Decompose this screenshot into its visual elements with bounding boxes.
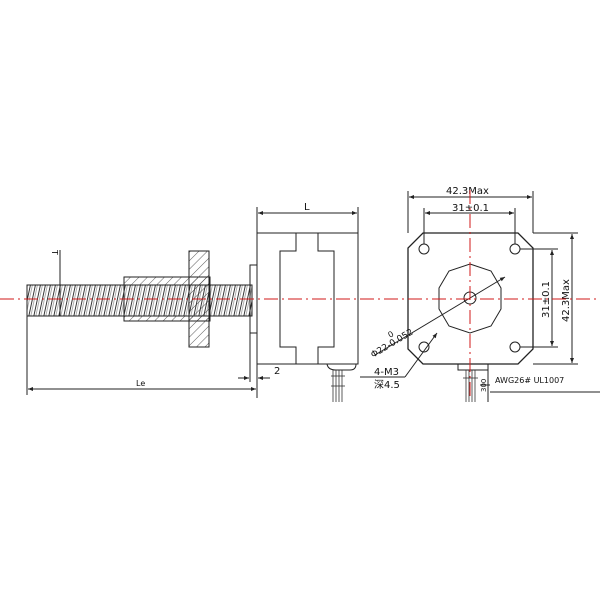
dim-T: T xyxy=(50,249,61,316)
dim-hole-spacing-h-label: 31±0.1 xyxy=(452,203,489,214)
motor-body xyxy=(256,232,359,365)
dim-T-label: T xyxy=(50,249,59,255)
mounting-holes-label: 4-M3 xyxy=(374,367,399,378)
side-wires xyxy=(331,370,345,402)
dim-width-max-label: 42.3Max xyxy=(446,186,489,197)
side-view: L Le 2 T xyxy=(26,202,359,402)
wire-length-label: 300 xyxy=(480,379,488,392)
front-connector xyxy=(457,364,489,371)
wire-callout: 300 AWG26# UL1007 xyxy=(480,370,600,402)
dim-height-max-label: 42.3Max xyxy=(561,279,572,322)
dim-Le: Le xyxy=(26,316,258,398)
mounting-hole-callout: 4-M3 深4.5 xyxy=(360,332,438,391)
dim-L: L xyxy=(256,202,359,233)
dim-2-label: 2 xyxy=(274,366,280,377)
motor-inner-outline xyxy=(279,233,335,364)
wire-spec-label: AWG26# UL1007 xyxy=(495,376,564,385)
hole-depth-label: 深4.5 xyxy=(374,379,400,391)
pilot-tolerance-upper: 0 xyxy=(386,329,395,339)
motor-connector xyxy=(326,363,357,371)
lead-screw xyxy=(26,284,253,317)
dim-hole-spacing-v: 31±0.1 xyxy=(520,248,558,348)
front-view: 42.3Max 31±0.1 31±0.1 42.3Max Φ22-0.052 … xyxy=(360,186,600,402)
dim-2: 2 xyxy=(238,333,280,382)
dim-Le-label: Le xyxy=(136,379,145,388)
dim-pilot-diameter: Φ22-0.052 0 xyxy=(369,276,506,361)
motor-face xyxy=(407,232,534,365)
pilot-boss xyxy=(438,263,502,334)
front-wires xyxy=(463,370,478,402)
dim-L-label: L xyxy=(304,202,310,213)
dim-hole-spacing-h: 31±0.1 xyxy=(423,203,516,244)
